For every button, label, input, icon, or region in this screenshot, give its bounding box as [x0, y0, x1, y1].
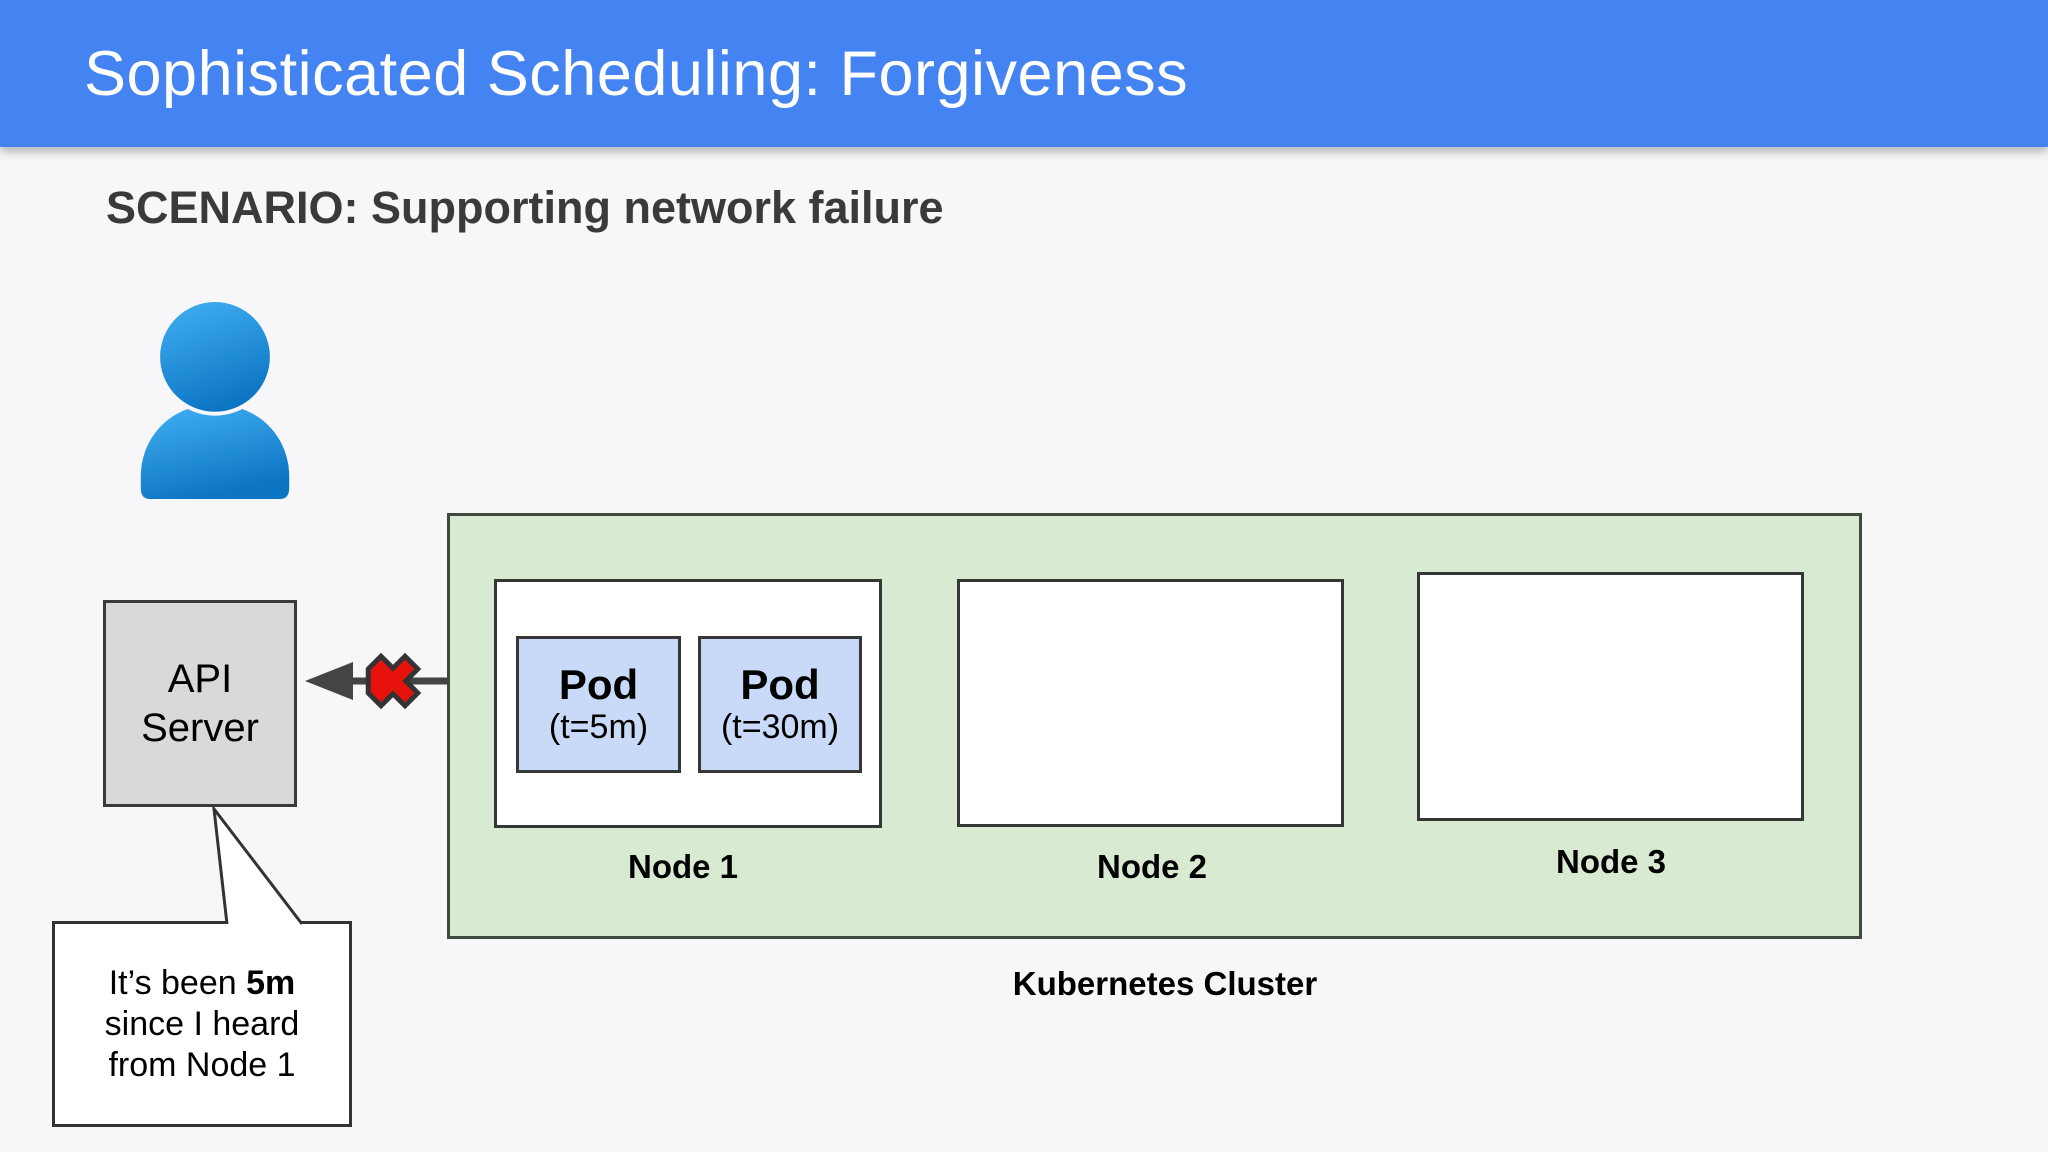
callout-text: It’s been 5m since I heard from Node 1 — [105, 963, 300, 1086]
api-server-label-line2: Server — [141, 705, 259, 750]
pod-1-title: Pod — [558, 660, 639, 708]
pod-2-title: Pod — [740, 660, 820, 708]
red-x-icon — [365, 652, 422, 710]
node-3-box — [1417, 572, 1804, 821]
api-server-label: API Server — [141, 655, 259, 753]
callout-line-3: from Node 1 — [108, 1045, 296, 1084]
callout-tail — [211, 803, 304, 925]
callout-bubble: It’s been 5m since I heard from Node 1 — [52, 921, 352, 1127]
node-2-label: Node 2 — [1096, 848, 1208, 885]
callout-line-2: since I heard — [104, 1004, 300, 1043]
pod-box-1: Pod (t=5m) — [516, 636, 681, 773]
cluster-label: Kubernetes Cluster — [1012, 965, 1318, 1002]
pod-box-2: Pod (t=30m) — [698, 636, 862, 773]
pod-2-time: (t=30m) — [720, 707, 840, 746]
scenario-heading: SCENARIO: Supporting network failure — [106, 182, 944, 233]
api-server-box: API Server — [103, 600, 297, 807]
node-1-label: Node 1 — [627, 848, 739, 885]
callout-line-1-bold: 5m — [246, 963, 296, 1002]
title-bar: Sophisticated Scheduling: Forgiveness — [0, 0, 2048, 147]
pod-1-time: (t=5m) — [548, 707, 649, 746]
node-2-box — [957, 579, 1344, 827]
user-icon — [140, 300, 290, 499]
api-server-label-line1: API — [167, 656, 233, 701]
node-3-label: Node 3 — [1555, 843, 1667, 880]
callout-line-1: It’s been — [108, 963, 247, 1002]
slide-title: Sophisticated Scheduling: Forgiveness — [84, 38, 1189, 109]
